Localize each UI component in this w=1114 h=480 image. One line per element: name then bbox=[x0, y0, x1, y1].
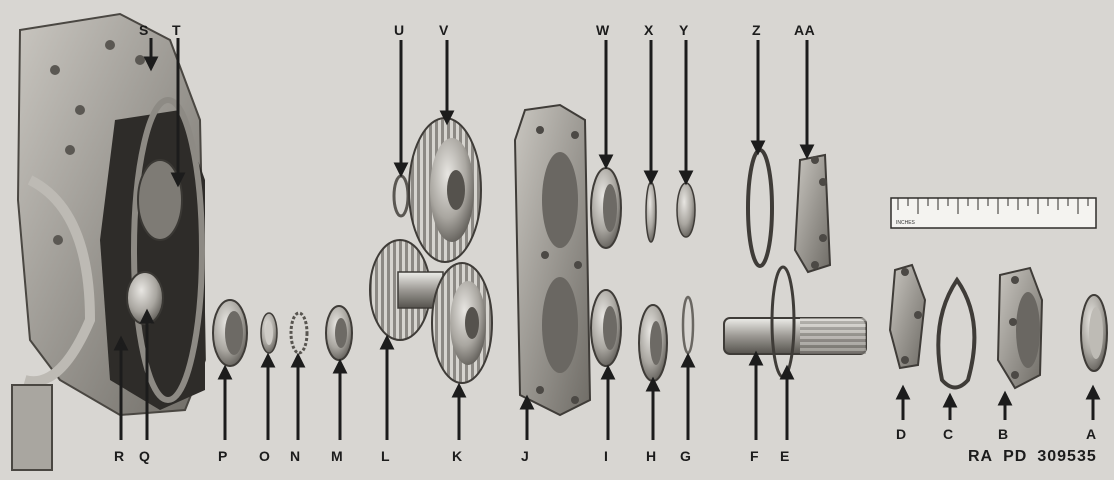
leader-arrow-a bbox=[1085, 384, 1101, 420]
callout-u: U bbox=[394, 22, 405, 38]
leader-arrow-w bbox=[598, 40, 614, 170]
bearing-cap-aa bbox=[793, 153, 832, 274]
callout-o: O bbox=[259, 448, 271, 464]
leader-arrow-u bbox=[393, 40, 409, 178]
bearing-w bbox=[590, 167, 622, 249]
callout-j: J bbox=[521, 448, 530, 464]
leader-arrow-v bbox=[439, 40, 455, 126]
leader-arrow-p bbox=[217, 364, 233, 440]
retainer-b bbox=[996, 266, 1044, 390]
leader-arrow-f bbox=[748, 350, 764, 440]
callout-q: Q bbox=[139, 448, 151, 464]
plate-d bbox=[888, 263, 927, 370]
nut-y bbox=[676, 182, 696, 238]
gear-k bbox=[431, 262, 493, 384]
leader-arrow-aa bbox=[799, 40, 815, 160]
washer-x bbox=[645, 181, 657, 243]
gear-v bbox=[408, 117, 482, 263]
callout-e: E bbox=[780, 448, 790, 464]
callout-p: P bbox=[218, 448, 228, 464]
callout-b: B bbox=[998, 426, 1009, 442]
callout-s: S bbox=[139, 22, 149, 38]
gear-l bbox=[369, 239, 444, 341]
leader-arrow-y bbox=[678, 40, 694, 186]
washer-o bbox=[260, 312, 278, 354]
leader-arrow-h bbox=[645, 376, 661, 440]
leader-arrow-i bbox=[600, 364, 616, 440]
callout-x: X bbox=[644, 22, 654, 38]
bearing-retainer-cover-j bbox=[513, 103, 592, 417]
leader-arrow-j bbox=[519, 394, 535, 440]
bearing-p bbox=[212, 299, 248, 367]
callout-i: I bbox=[604, 448, 609, 464]
callout-y: Y bbox=[679, 22, 689, 38]
figure-number-part2: PD bbox=[1003, 448, 1028, 465]
callout-m: M bbox=[331, 448, 344, 464]
callout-v: V bbox=[439, 22, 449, 38]
leader-arrow-d bbox=[895, 384, 911, 420]
figure-number-part1: RA bbox=[968, 448, 994, 465]
leader-arrow-s bbox=[143, 38, 159, 72]
callout-k: K bbox=[452, 448, 463, 464]
callout-d: D bbox=[896, 426, 907, 442]
callout-c: C bbox=[943, 426, 954, 442]
seal-a bbox=[1080, 294, 1108, 372]
leader-arrow-k bbox=[451, 382, 467, 440]
callout-n: N bbox=[290, 448, 301, 464]
gasket-c bbox=[936, 276, 977, 390]
figure-number: RA PD 309535 bbox=[968, 448, 1097, 466]
lock-ring-n bbox=[289, 311, 309, 355]
callout-w: W bbox=[596, 22, 610, 38]
scale-ruler bbox=[890, 197, 1097, 229]
callout-f: F bbox=[750, 448, 760, 464]
bearing-m bbox=[325, 305, 353, 361]
leader-arrow-l bbox=[379, 334, 395, 440]
leader-arrow-t bbox=[170, 38, 186, 188]
leader-arrow-o bbox=[260, 352, 276, 440]
leader-arrow-q bbox=[139, 308, 155, 440]
leader-arrow-c bbox=[942, 392, 958, 420]
callout-z: Z bbox=[752, 22, 762, 38]
ruler-label: INCHES bbox=[896, 220, 915, 226]
leader-arrow-e bbox=[779, 364, 795, 440]
leader-arrow-n bbox=[290, 352, 306, 440]
leader-arrow-r bbox=[113, 335, 129, 440]
leader-arrow-x bbox=[643, 40, 659, 186]
leader-arrow-z bbox=[750, 40, 766, 156]
callout-l: L bbox=[381, 448, 391, 464]
leader-arrow-g bbox=[680, 352, 696, 440]
callout-a: A bbox=[1086, 426, 1097, 442]
callout-t: T bbox=[172, 22, 182, 38]
leader-arrow-m bbox=[332, 358, 348, 440]
callout-r: R bbox=[114, 448, 125, 464]
leader-arrow-b bbox=[997, 390, 1013, 420]
figure-number-part3: 309535 bbox=[1037, 448, 1097, 465]
callout-h: H bbox=[646, 448, 657, 464]
callout-aa: AA bbox=[794, 22, 816, 38]
callout-g: G bbox=[680, 448, 692, 464]
bearing-i bbox=[590, 289, 622, 367]
transfer-case-housing bbox=[11, 12, 207, 471]
bearing-h bbox=[638, 304, 668, 382]
